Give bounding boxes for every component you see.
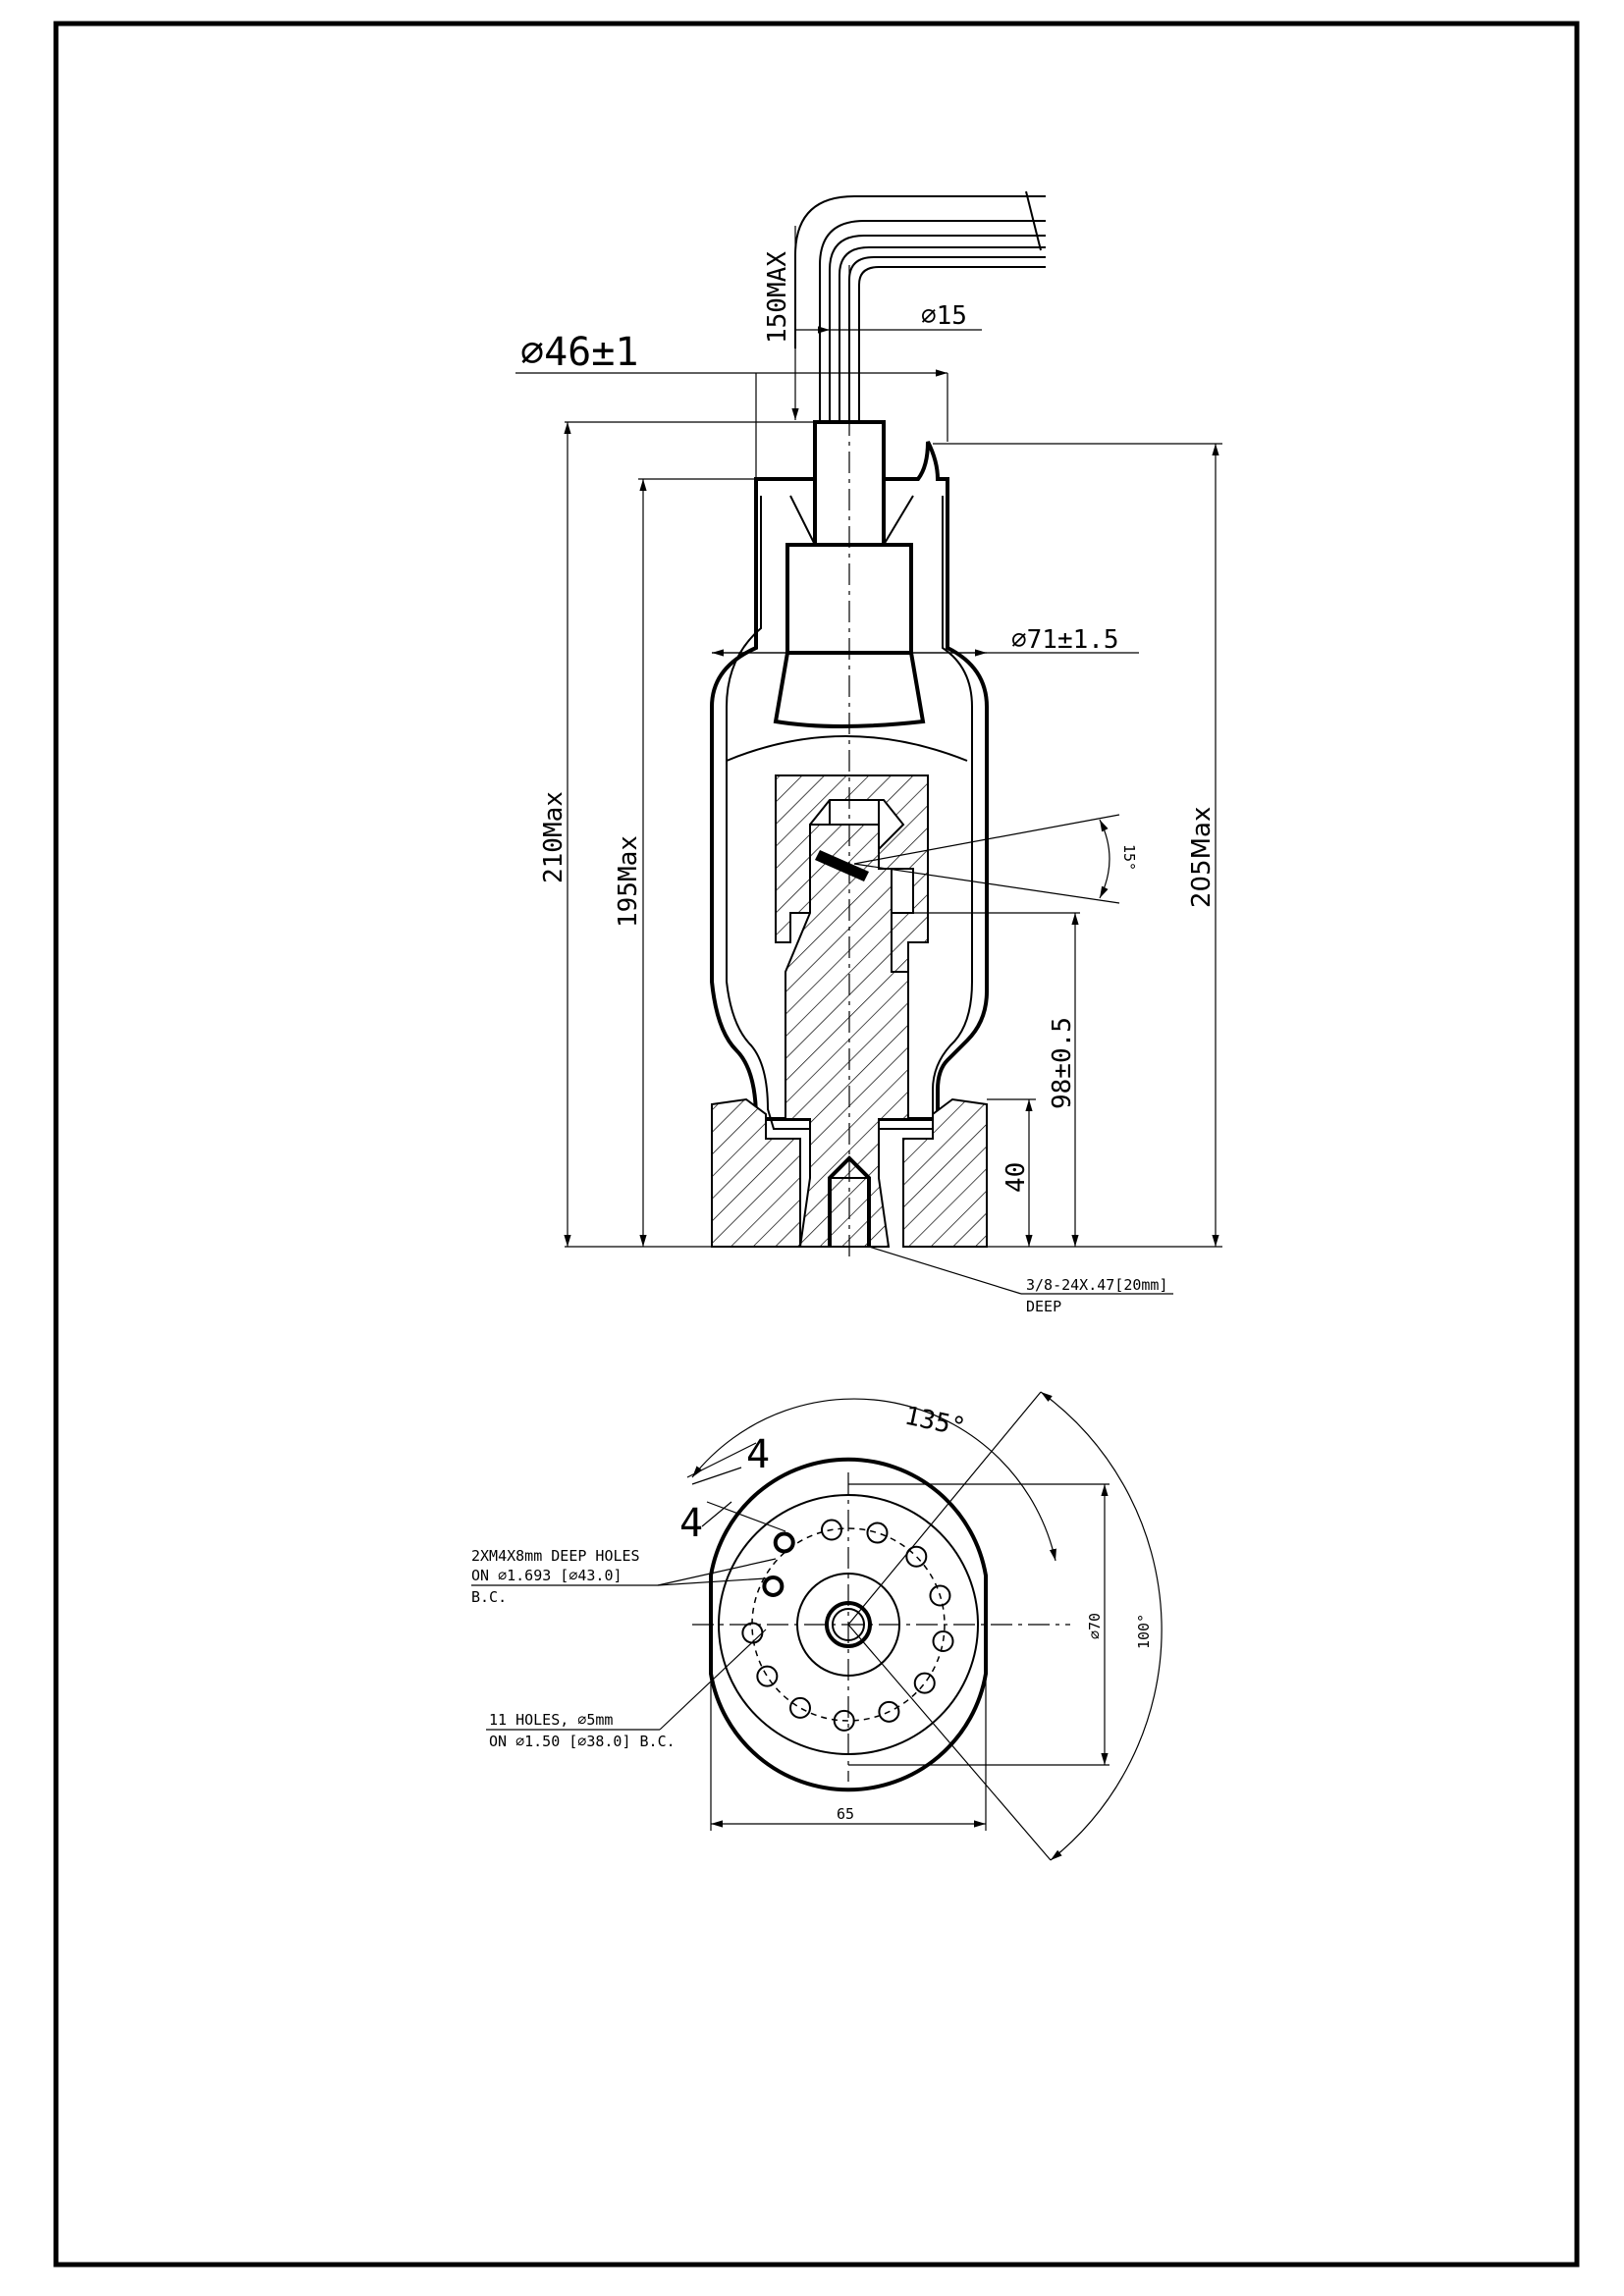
pin-hole (929, 1584, 951, 1607)
pin-hole (932, 1630, 954, 1653)
pin-note-line1: 11 HOLES, ⌀5mm (489, 1711, 613, 1729)
dim-angle-right: 100° (1135, 1614, 1153, 1649)
dim-top-diameter: ⌀46±1 (520, 330, 638, 375)
dim-angle: 15° (1120, 844, 1138, 871)
dim-spacing-a: 4 (746, 1432, 770, 1477)
pin-hole (913, 1672, 936, 1694)
pin-hole (878, 1700, 900, 1723)
thread-note-line1: 3/8-24X.47[20mm] (1026, 1276, 1168, 1294)
tube-envelope (710, 441, 989, 1121)
pin-hole (833, 1709, 855, 1732)
bottom-view: 135° 100° ⌀70 65 4 4 2XM4X8mm DEEP HOLES… (471, 1391, 1163, 1861)
target-element (815, 850, 869, 881)
drawing-frame (53, 21, 1580, 2268)
dim-core-diameter: ⌀15 (921, 301, 967, 331)
base-ring (711, 1097, 801, 1248)
mount-note-line2: ON ⌀1.693 [⌀43.0] (471, 1567, 623, 1584)
dim-diameter: ⌀70 (1086, 1613, 1104, 1639)
mount-note-line1: 2XM4X8mm DEEP HOLES (471, 1547, 640, 1565)
mount-note-line3: B.C. (471, 1588, 507, 1606)
dim-base-height: 40 (1001, 1162, 1031, 1193)
dim-angle-top: 135° (902, 1402, 968, 1443)
pin-hole (866, 1522, 889, 1544)
dim-body-diameter: ⌀71±1.5 (1011, 625, 1119, 655)
thread-note-line2: DEEP (1026, 1298, 1061, 1315)
pin-note-line2: ON ⌀1.50 [⌀38.0] B.C. (489, 1733, 676, 1750)
pin-hole (905, 1545, 928, 1568)
dim-total-height-left: 210Max (539, 791, 568, 883)
threaded-hole (828, 1155, 871, 1247)
dim-total-height-right: 205Max (1187, 807, 1217, 908)
pin-hole (756, 1665, 779, 1687)
side-view: ⌀46±1 ⌀15 150MAX ⌀71±1.5 210Max 195Max 2… (515, 190, 1222, 1315)
dim-center-height: 98±0.5 (1048, 1017, 1077, 1109)
dim-cable-length: 150MAX (763, 251, 792, 344)
mount-hole (762, 1575, 785, 1597)
pin-hole (789, 1696, 811, 1719)
dim-height-inner: 195Max (614, 835, 643, 928)
dim-spacing-b: 4 (679, 1501, 703, 1546)
mount-hole (773, 1531, 795, 1554)
dim-width: 65 (837, 1805, 854, 1823)
